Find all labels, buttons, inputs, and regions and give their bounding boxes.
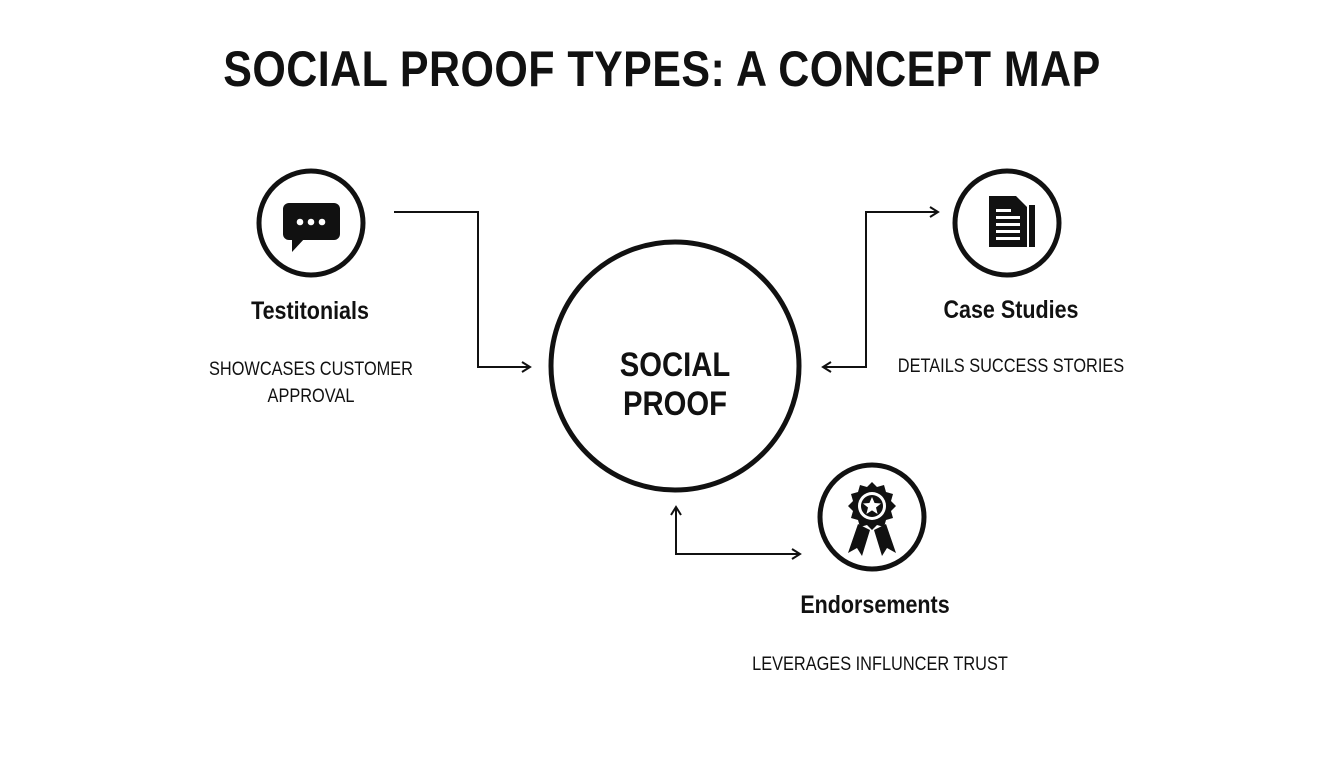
node-label-endorsements: Endorsements [800,591,950,619]
node-label-case-studies: Case Studies [943,296,1079,324]
page-title: SOCIAL PROOF TYPES: A CONCEPT MAP [223,41,1101,97]
hub-circle [548,239,802,493]
connector-case-studies [821,206,940,373]
hub-label: SOCIAL PROOF [619,346,731,423]
node-label-testimonials: Testitonials [251,297,369,325]
award-badge-icon [817,462,927,572]
node-description-endorsements: LEVERAGES INFLUNCER TRUST [752,654,1008,675]
document-icon [952,168,1062,278]
speech-bubble-icon [256,168,366,278]
connector-testimonials [394,211,532,373]
node-description-testimonials: SHOWCASES CUSTOMER APPROVAL [209,359,413,407]
connector-endorsements [670,505,802,560]
node-description-case-studies: DETAILS SUCCESS STORIES [897,356,1125,377]
